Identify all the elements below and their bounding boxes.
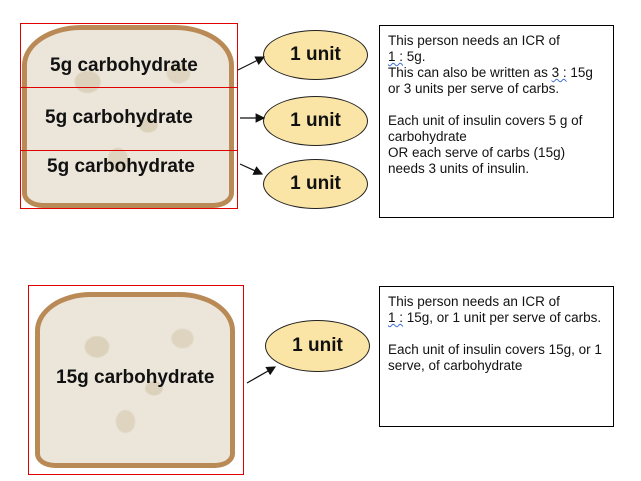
arrow-3 (239, 163, 264, 175)
arrow-4 (246, 366, 277, 384)
divider-line-1 (20, 87, 238, 88)
carb-label-top-2: 5g carbohydrate (45, 107, 193, 128)
desc-top-para1: This person needs an ICR of 1 : 5g. This… (388, 33, 593, 96)
desc-bottom-para1: This person needs an ICR of 1 : 15g, or … (388, 294, 602, 325)
ratio-1: 1 : (388, 49, 404, 64)
unit-ellipse-bottom: 1 unit (265, 320, 370, 372)
unit-ellipse-top-1: 1 unit (263, 30, 368, 80)
carb-label-top-1: 5g carbohydrate (50, 55, 198, 76)
bread-slice-image-top (22, 25, 234, 208)
bread-outline-box-top (20, 23, 238, 209)
description-box-top: This person needs an ICR of 1 : 5g. This… (379, 25, 614, 218)
desc-bottom-para2: Each unit of insulin covers 15g, or 1 se… (388, 342, 602, 373)
desc-top-para2: Each unit of insulin covers 5 g of carbo… (388, 113, 583, 176)
ratio-1-bottom: 1 : (388, 310, 404, 325)
bread-slice-image-bottom (35, 292, 235, 468)
carb-label-bottom: 15g carbohydrate (56, 367, 215, 388)
ratio-3: 3 : (551, 65, 567, 80)
unit-ellipse-top-3: 1 unit (263, 159, 368, 209)
divider-line-2 (20, 150, 238, 151)
description-box-bottom: This person needs an ICR of 1 : 15g, or … (379, 286, 614, 427)
carb-label-top-3: 5g carbohydrate (47, 156, 195, 177)
arrow-1 (237, 56, 266, 71)
bread-outline-box-bottom (28, 285, 244, 475)
